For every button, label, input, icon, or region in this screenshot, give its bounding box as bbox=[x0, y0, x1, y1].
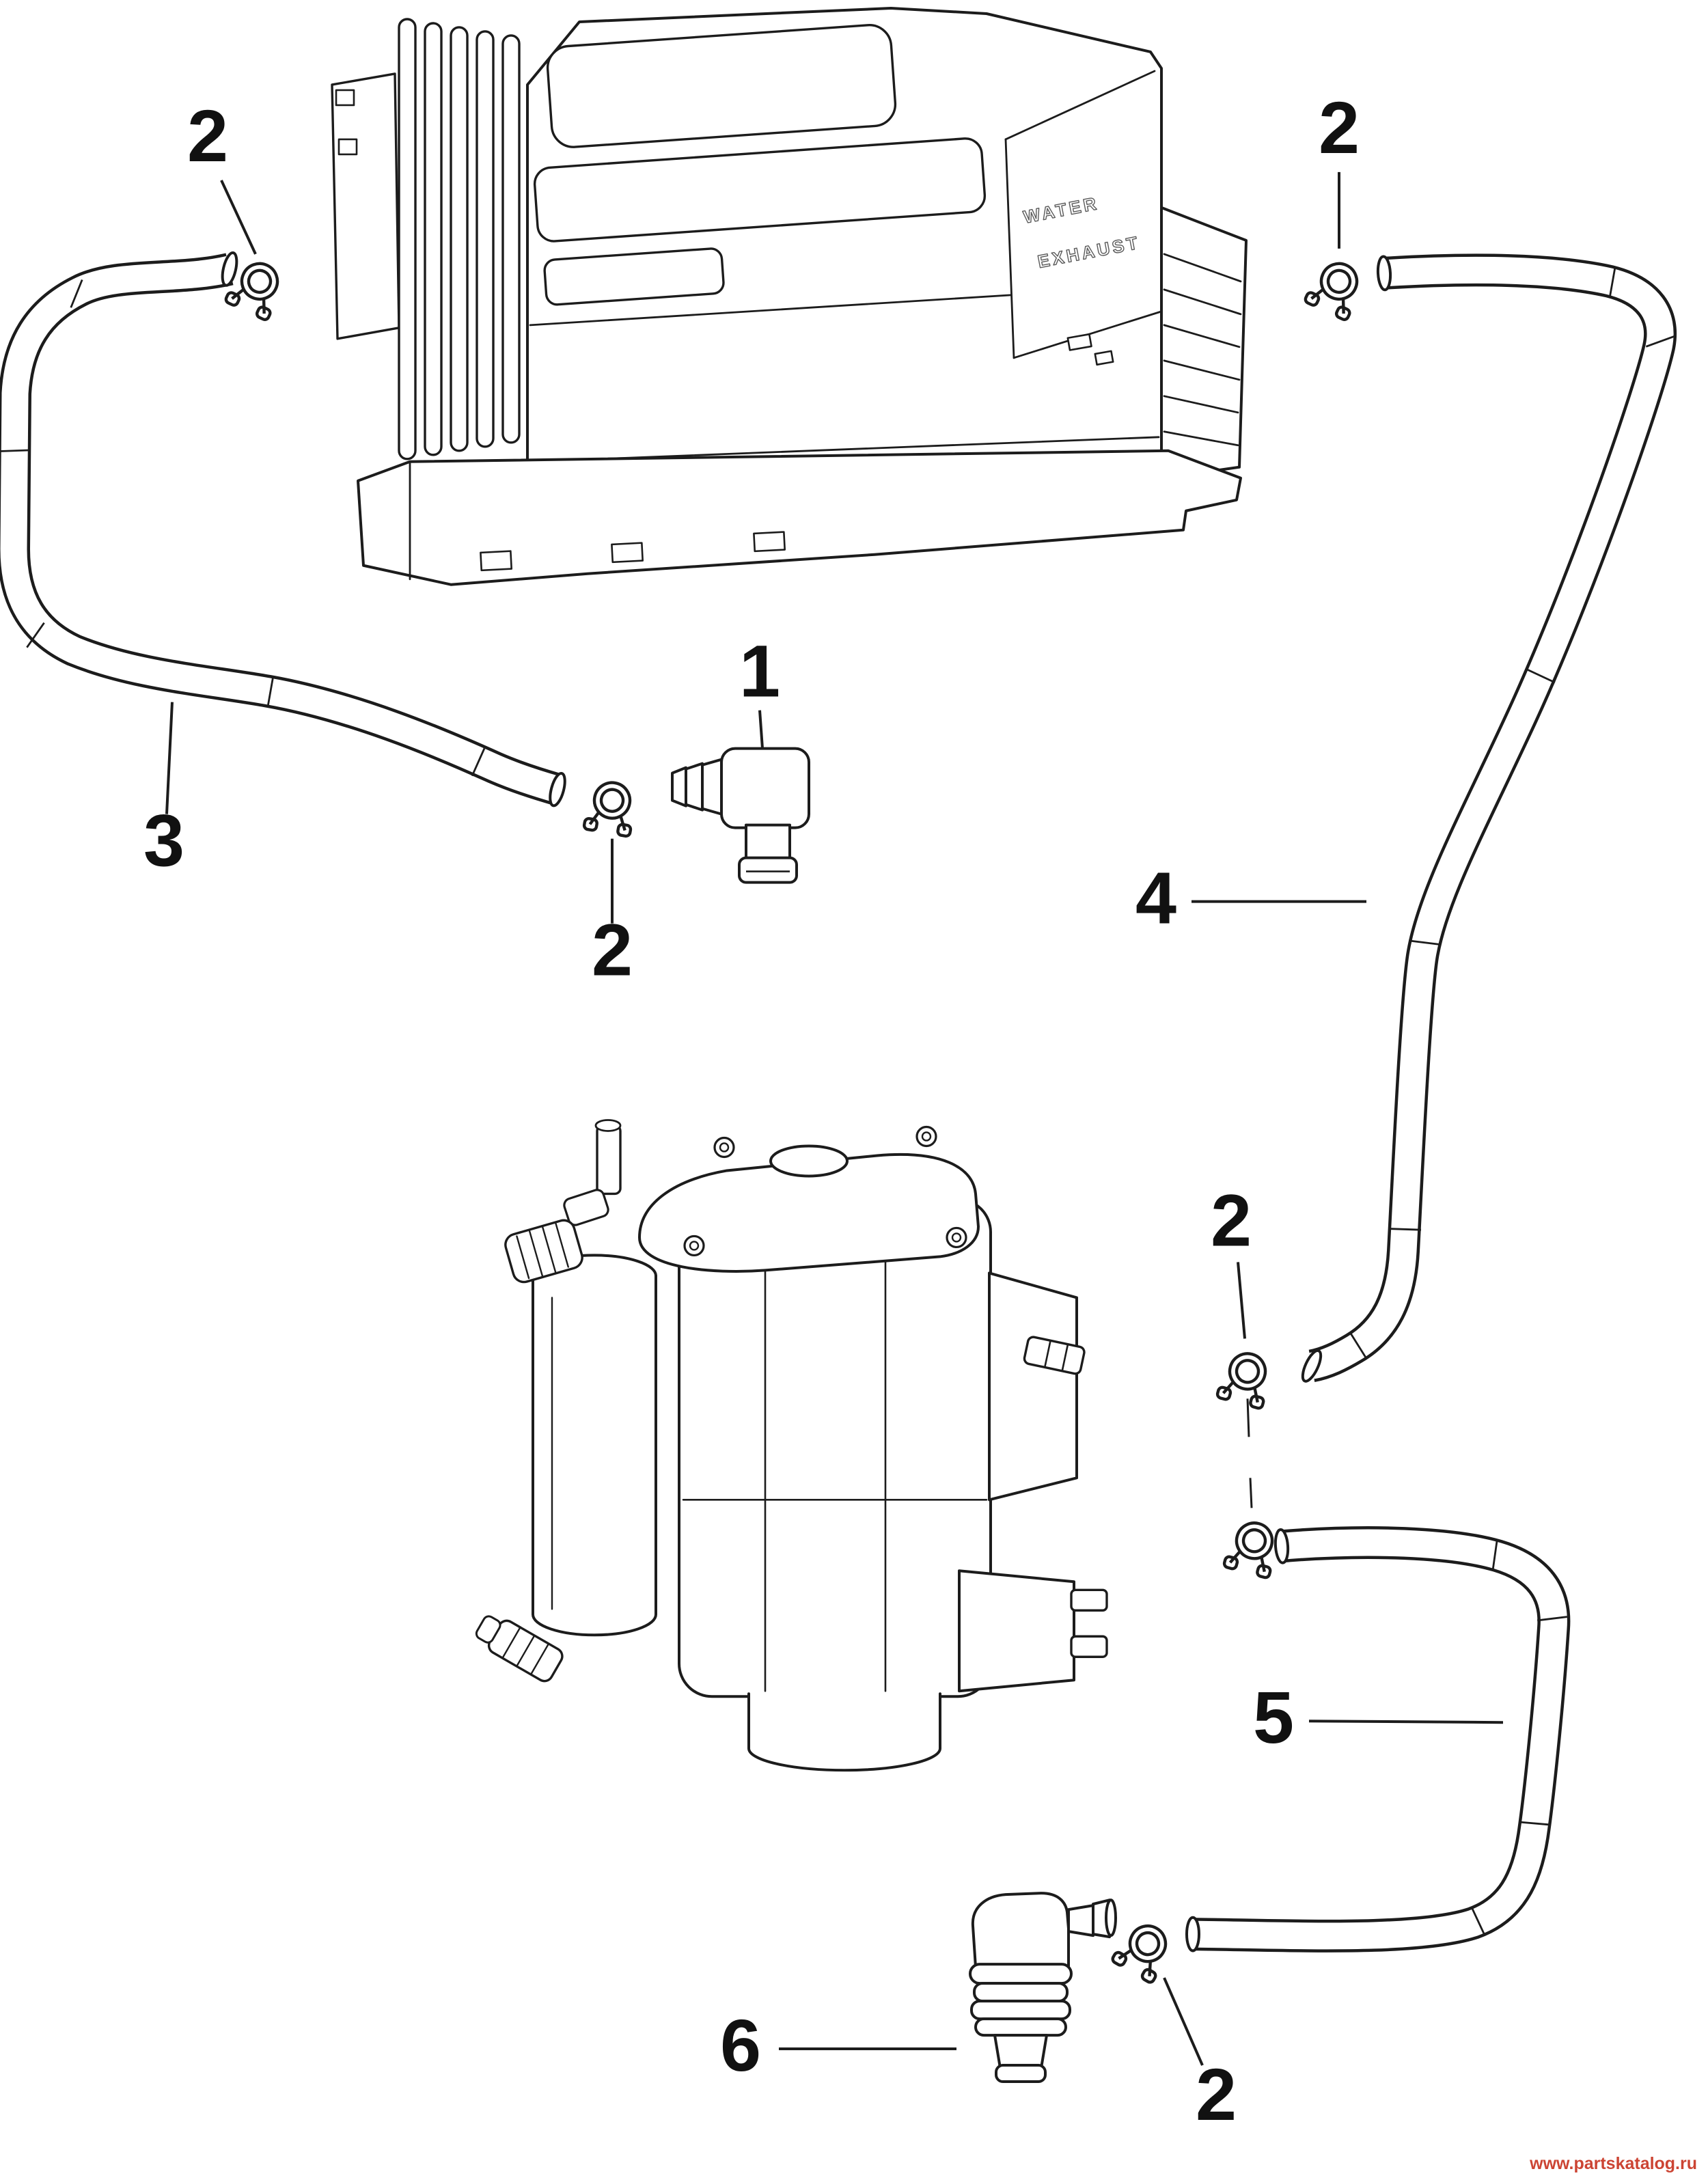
callout-clamp-top-left: 2 bbox=[187, 94, 228, 177]
hose-5 bbox=[1185, 1526, 1571, 1953]
callout-hose-lower-right: 5 bbox=[1253, 1676, 1294, 1758]
hose-3 bbox=[0, 251, 566, 808]
hose-clamp bbox=[583, 779, 638, 837]
callout-hose-right: 4 bbox=[1135, 857, 1176, 939]
fuel-pump-assembly bbox=[475, 1119, 1108, 1772]
hose-4 bbox=[1301, 253, 1677, 1383]
callout-clamp-bottom: 2 bbox=[1196, 2053, 1237, 2136]
watermark-link: www.partskatalog.ru bbox=[1529, 2154, 1697, 2173]
callout-leader-lines bbox=[165, 171, 1504, 2066]
base-plate bbox=[357, 449, 1242, 586]
hose-clamp bbox=[1304, 256, 1368, 321]
hose-clamp bbox=[1224, 1517, 1282, 1578]
elbow-fitting-1 bbox=[671, 747, 810, 884]
callout-clamp-center: 2 bbox=[592, 909, 633, 991]
callout-clamp-hose-right: 2 bbox=[1211, 1178, 1252, 1261]
elbow-fitting-6 bbox=[969, 1892, 1117, 2084]
hose-clamp bbox=[1217, 1348, 1275, 1409]
callout-clamp-top-right: 2 bbox=[1319, 86, 1360, 169]
callout-hose-upper-left: 3 bbox=[143, 799, 184, 882]
hose-clamp bbox=[1112, 1917, 1177, 1984]
muffler-assembly: WATER EXHAUST bbox=[331, 6, 1248, 586]
rib-plates bbox=[398, 18, 521, 460]
exhaust-grille bbox=[1160, 206, 1248, 480]
callout-elbow-fitting: 1 bbox=[739, 630, 780, 713]
callout-elbow-bottom: 6 bbox=[720, 2004, 761, 2086]
